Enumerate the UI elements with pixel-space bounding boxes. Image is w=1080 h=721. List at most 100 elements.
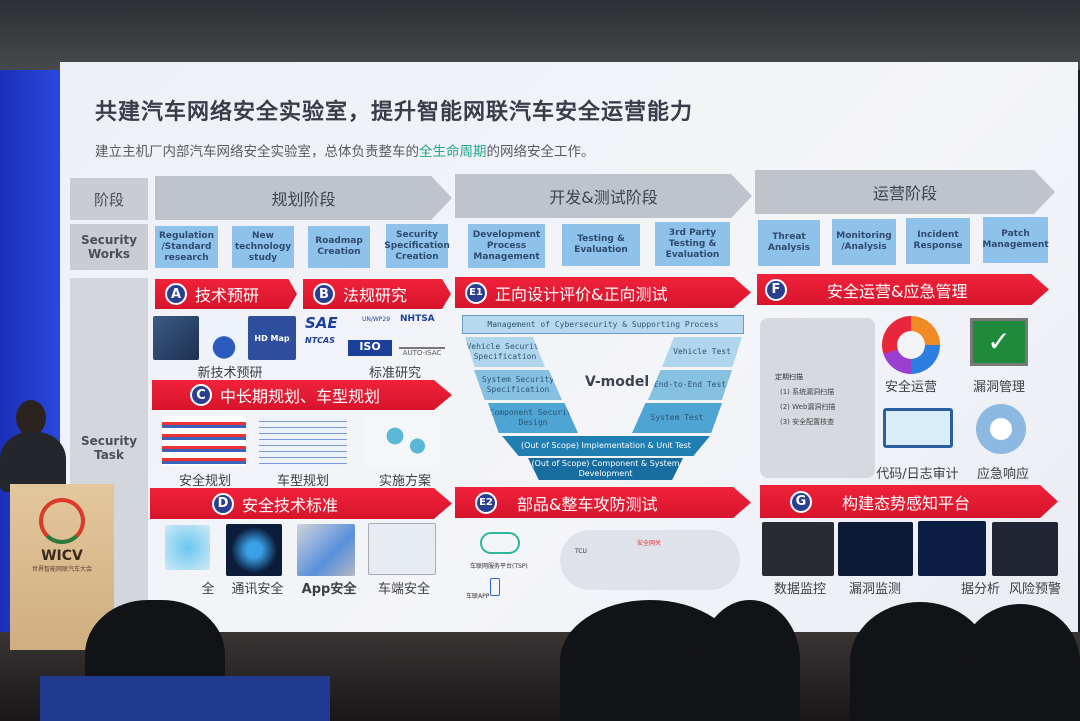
scan-item: (2) Web漏洞扫描 (780, 403, 836, 411)
v-left-1: Vehicle Security Specification (465, 337, 545, 367)
phone-icon (490, 578, 500, 596)
subtitle-text: 建立主机厂内部汽车网络安全实验室，总体负责整车的 (95, 144, 419, 160)
task-bar-e2: E2 部品&整车攻防测试 (455, 487, 751, 518)
work-box: Security Specification Creation (384, 224, 450, 268)
speaker-body (0, 432, 66, 492)
scan-title: 定期扫描 (775, 373, 803, 381)
phase-planning: 规划阶段 (155, 176, 452, 220)
work-box: Patch Management (982, 217, 1049, 263)
task-g-label: 数据监控 (773, 582, 826, 597)
security-ops-ring-icon (882, 316, 940, 374)
badge-e1: E1 (465, 281, 487, 304)
v-left-3: Component Security Design (488, 403, 578, 433)
wicv-logo-icon (39, 498, 85, 544)
phase-dev-test: 开发&测试阶段 (455, 174, 752, 218)
work-box: Threat Analysis (758, 220, 820, 266)
row-label-works: Security Works (70, 224, 148, 270)
task-title: 部品&整车攻防测试 (517, 494, 658, 514)
badge-c: C (190, 384, 212, 406)
slide-title: 共建汽车网络安全实验室，提升智能网联汽车安全运营能力 (95, 100, 694, 125)
speaker-head (16, 400, 46, 436)
task-title: 中长期规划、车型规划 (220, 387, 381, 406)
nhtsa-logo: NHTSA (400, 314, 435, 324)
badge-e2: E2 (475, 491, 497, 514)
implementation-plan-image (365, 416, 440, 466)
audience-head (700, 600, 800, 721)
task-d-label: 全 (201, 582, 215, 597)
app-label: 车联APP (466, 593, 490, 600)
work-box: Testing & Evaluation (562, 224, 640, 266)
work-box: Regulation /Standard research (155, 226, 218, 268)
data-monitor-image (762, 522, 834, 576)
front-table (40, 676, 330, 721)
subtitle-text-end: 的网络安全工作。 (486, 144, 595, 160)
task-g-label: 风险预警 (1008, 582, 1061, 597)
scan-item: (1) 系统漏洞扫描 (780, 388, 835, 396)
badge-f: F (765, 278, 787, 301)
task-title: 技术预研 (195, 286, 260, 305)
work-box: New technology study (232, 226, 294, 268)
task-title: 正向设计评价&正向测试 (495, 284, 668, 304)
audience-head (960, 604, 1080, 721)
chip-image (153, 316, 199, 360)
v-model-top: Management of Cybersecurity & Supporting… (462, 315, 744, 334)
task-c-label: 实施方案 (378, 474, 431, 489)
podium-logo-text: WICV (41, 548, 83, 564)
v-model-label: V-model (585, 374, 650, 390)
v-right-1: Vehicle Test (662, 337, 742, 367)
phase-operations: 运营阶段 (755, 170, 1055, 214)
tsp-label: 车联网服务平台(TSP) (470, 563, 528, 570)
sae-logo: SAE (305, 314, 338, 332)
gateway-label: 安全网关 (637, 540, 662, 547)
podium-subtext: 世界智能网联汽车大会 (31, 566, 92, 573)
connected-car-image (203, 318, 245, 360)
lock-image (226, 524, 282, 576)
ceiling (0, 0, 1080, 70)
hd-map-image: HD Map (248, 316, 296, 360)
task-c-label: 车型规划 (276, 474, 329, 489)
iso-logo: ISO (348, 340, 392, 356)
v-bottom-1: (Out of Scope) Implementation & Unit Tes… (502, 436, 710, 456)
cloud-icon (480, 532, 520, 554)
tcu-label: TCU (575, 548, 587, 555)
task-f-label: 代码/日志审计 (876, 467, 959, 482)
work-box: Roadmap Creation (308, 226, 370, 268)
v-right-3: System Test (632, 403, 722, 433)
vehicle-plan-image (259, 416, 347, 466)
row-label-stage: 阶段 (70, 178, 148, 220)
checkmark-icon: ✓ (970, 318, 1028, 366)
code-audit-icon (883, 408, 953, 448)
task-bar-e1: E1 正向设计评价&正向测试 (455, 277, 751, 308)
task-f-label: 漏洞管理 (972, 380, 1025, 395)
task-a-label: 新技术预研 (197, 366, 263, 381)
task-d-label: 通讯安全 (231, 582, 284, 597)
subtitle-highlight: 全生命周期 (419, 144, 487, 160)
security-plan-image (162, 416, 246, 466)
task-bar-c: C 中长期规划、车型规划 (152, 380, 452, 410)
cloud-phone-image (165, 525, 210, 570)
badge-g: G (790, 490, 812, 513)
task-f-label: 安全运营 (884, 380, 937, 395)
work-box: Incident Response (906, 218, 970, 264)
auto-isac-logo: AUTO-ISAC (399, 347, 445, 357)
task-b-label: 标准研究 (368, 366, 421, 381)
vehicle-diagram-image (368, 523, 436, 575)
task-d-label: App安全 (301, 582, 357, 597)
phone-app-image (297, 524, 355, 576)
v-bottom-2: (Out of Scope) Component & System Develo… (528, 458, 683, 480)
task-f-label: 应急响应 (976, 467, 1029, 482)
scan-item: (3) 安全配置核查 (780, 418, 835, 426)
task-d-label: 车端安全 (377, 582, 430, 597)
vehicle-network-diagram (560, 530, 740, 590)
task-g-label: 据分析 (960, 582, 1000, 597)
task-c-label: 安全规划 (178, 474, 231, 489)
scan-panel (760, 318, 875, 478)
task-title: 安全技术标准 (242, 495, 339, 515)
work-box: Development Process Management (468, 224, 545, 268)
ntcas-logo: NTCAS (305, 336, 335, 345)
emergency-response-icon (976, 404, 1026, 454)
